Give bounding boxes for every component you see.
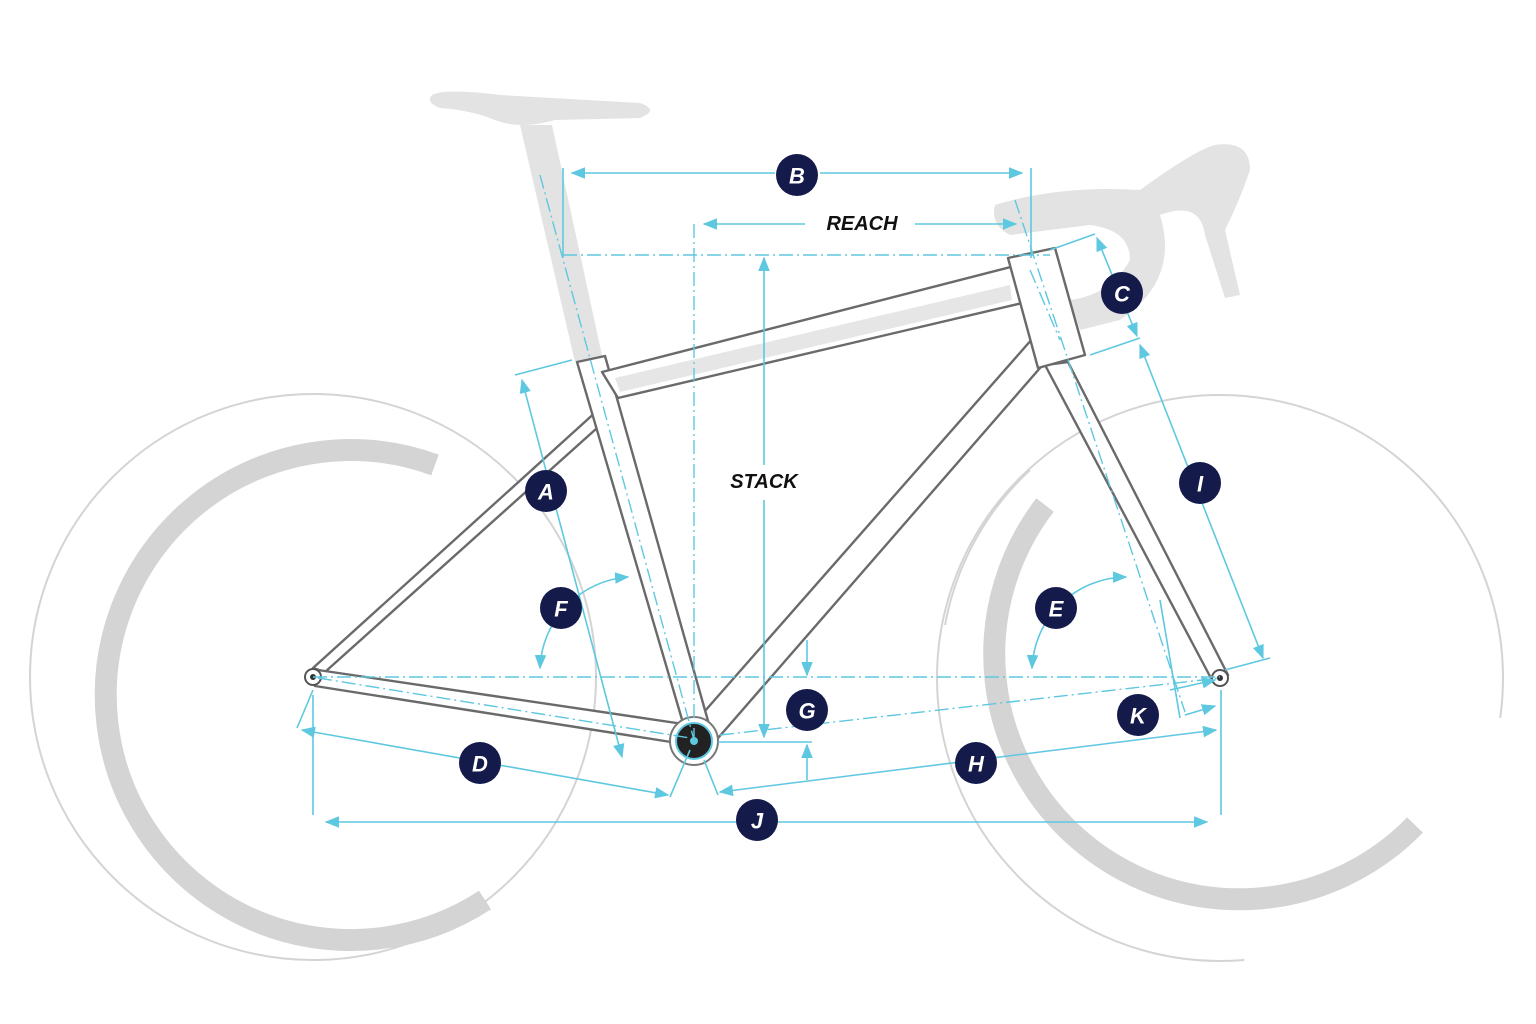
badge-j: J [736,799,778,841]
svg-text:A: A [537,480,554,505]
seat-tube [575,354,714,742]
svg-text:B: B [789,164,805,189]
stack-label: STACK [730,471,799,493]
svg-text:C: C [1114,282,1131,307]
svg-text:D: D [472,752,488,777]
svg-text:G: G [798,699,815,724]
svg-text:K: K [1130,704,1148,729]
badge-d: D [459,742,501,784]
saddle [429,91,650,125]
fork [1043,360,1230,684]
badge-g: G [786,689,828,731]
badge-a: A [525,470,567,512]
seatpost [520,125,603,362]
svg-text:F: F [554,597,568,622]
svg-text:J: J [751,809,764,834]
svg-text:E: E [1049,597,1065,622]
reach-label: REACH [826,213,898,235]
svg-text:I: I [1197,472,1204,497]
badge-c: C [1101,272,1143,314]
badge-f: F [540,587,582,629]
badge-k: K [1117,694,1159,736]
badge-e: E [1035,587,1077,629]
badge-h: H [955,742,997,784]
svg-text:H: H [968,752,985,777]
badge-i: I [1179,462,1221,504]
badge-b: B [776,154,818,196]
head-tube [1006,246,1087,370]
